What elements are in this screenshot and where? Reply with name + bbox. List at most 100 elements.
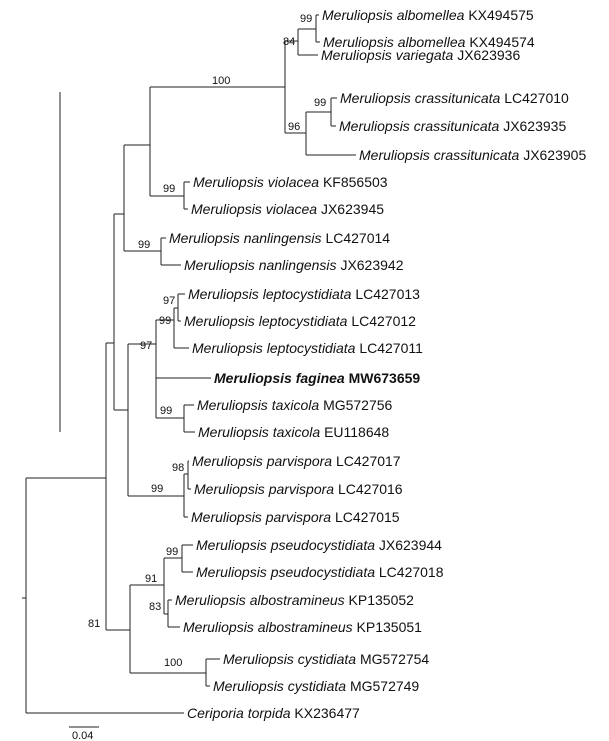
taxon-label: Meruliopsis nanlingensis LC427014 [169,230,390,246]
taxon-label: Meruliopsis albomellea KX494574 [323,34,535,50]
taxon-accession: LC427014 [325,230,390,246]
taxon-name: Meruliopsis [339,118,410,134]
taxon-label: Meruliopsis nanlingensis JX623942 [184,257,404,273]
taxon-accession: MG572754 [360,651,429,667]
taxon-label: Meruliopsis albostramineus KP135052 [175,592,414,608]
taxon-label: Meruliopsis taxicola MG572756 [197,397,393,413]
taxon-accession: LC427018 [379,564,444,580]
taxon-label: Meruliopsis violacea JX623945 [191,201,384,217]
taxon-accession: JX623944 [379,537,442,553]
support-value: 97 [140,340,152,352]
taxon-label: Meruliopsis pseudocystidiata LC427018 [196,564,444,580]
taxon-accession: KF856503 [323,174,388,190]
taxon-epithet: torpida [248,705,291,721]
support-value: 100 [212,75,230,87]
taxon-epithet: pseudocystidiata [270,564,376,580]
taxon-accession: MG572756 [323,397,392,413]
taxon-label: Meruliopsis leptocystidiata LC427013 [188,286,420,302]
taxon-accession: LC427010 [504,90,569,106]
taxon-label: Meruliopsis parvispora LC427015 [191,509,400,525]
taxon-accession: JX623935 [503,118,566,134]
taxon-epithet: leptocystidiata [267,340,356,356]
support-value: 100 [164,657,182,669]
taxon-name: Meruliopsis [196,537,267,553]
support-value: 99 [138,239,150,251]
taxon-label: Meruliopsis albostramineus KP135051 [183,619,422,635]
taxon-epithet: albomellea [398,34,466,50]
taxon-name: Meruliopsis [196,564,267,580]
taxon-label: Meruliopsis cystidiata MG572749 [213,678,419,694]
support-value: 99 [160,405,172,417]
taxon-name: Meruliopsis [191,201,262,217]
taxon-accession: LC427012 [351,313,416,329]
support-value: 96 [288,121,300,133]
taxon-accession: LC427015 [335,509,400,525]
taxon-name: Meruliopsis [323,34,394,50]
taxon-accession: EU118648 [324,424,389,440]
scale-bar-label: 0.04 [72,730,93,741]
taxon-accession: JX623945 [321,201,384,217]
taxon-label: Meruliopsis crassitunicata JX623935 [339,118,566,134]
taxon-epithet: albostramineus [250,592,345,608]
taxon-name: Meruliopsis [192,340,263,356]
taxon-name: Meruliopsis [340,90,411,106]
taxon-accession: MG572749 [350,678,419,694]
taxon-accession: MW673659 [349,370,421,386]
taxon-epithet: parvispora [268,481,335,497]
taxon-name: Meruliopsis [213,678,284,694]
taxon-name: Meruliopsis [183,619,254,635]
taxon-name: Meruliopsis [214,370,292,386]
taxon-accession: KX494574 [469,34,535,50]
taxon-label-highlighted: Meruliopsis faginea MW673659 [214,370,420,386]
taxon-accession: KP135051 [357,619,423,635]
taxon-epithet: taxicola [272,397,320,413]
taxon-label: Meruliopsis parvispora LC427016 [194,481,403,497]
support-value: 99 [159,315,171,327]
taxon-name: Meruliopsis [192,453,263,469]
taxon-accession: KP135052 [349,592,415,608]
tree-branches [22,14,356,728]
taxon-label: Meruliopsis leptocystidiata LC427011 [192,340,423,356]
taxon-epithet: violacea [266,201,318,217]
support-value: 99 [166,546,178,558]
taxon-accession: LC427011 [359,340,423,356]
taxon-name: Meruliopsis [193,174,264,190]
taxon-epithet: taxicola [273,424,321,440]
taxon-name: Meruliopsis [359,147,430,163]
taxon-accession: JX623936 [457,47,520,63]
taxon-name: Meruliopsis [223,651,294,667]
taxon-label: Ceriporia torpida KX236477 [187,705,360,721]
taxon-label: Meruliopsis taxicola EU118648 [198,424,389,440]
taxon-name: Meruliopsis [198,424,269,440]
taxon-label: Meruliopsis leptocystidiata LC427012 [184,313,416,329]
taxon-epithet: crassitunicata [415,90,501,106]
support-value: 81 [88,618,100,630]
taxon-accession: LC427017 [336,453,401,469]
taxon-epithet: parvispora [266,453,333,469]
taxon-epithet: albostramineus [258,619,353,635]
taxon-label: Meruliopsis crassitunicata LC427010 [340,90,569,106]
taxon-epithet: crassitunicata [414,118,500,134]
support-value: 99 [314,97,326,109]
taxon-epithet: parvispora [265,509,332,525]
taxon-epithet: faginea [296,370,345,386]
taxon-epithet: cystidiata [298,651,357,667]
taxon-name: Ceriporia [187,705,244,721]
taxon-epithet: nanlingensis [244,230,322,246]
taxon-label: Meruliopsis variegata JX623936 [321,47,520,63]
taxon-name: Meruliopsis [169,230,240,246]
taxon-label: Meruliopsis pseudocystidiata JX623944 [196,537,442,553]
taxon-epithet: albomellea [397,7,465,23]
taxon-label: Meruliopsis cystidiata MG572754 [223,651,429,667]
support-value: 83 [149,601,161,613]
taxon-epithet: crassitunicata [434,147,520,163]
support-value: 99 [300,13,312,25]
taxon-accession: LC427013 [355,286,420,302]
taxon-epithet: pseudocystidiata [270,537,376,553]
taxon-name: Meruliopsis [184,313,255,329]
taxon-epithet: leptocystidiata [259,313,348,329]
taxon-label: Meruliopsis violacea KF856503 [193,174,388,190]
support-value: 99 [151,483,163,495]
support-value: 97 [163,295,175,307]
